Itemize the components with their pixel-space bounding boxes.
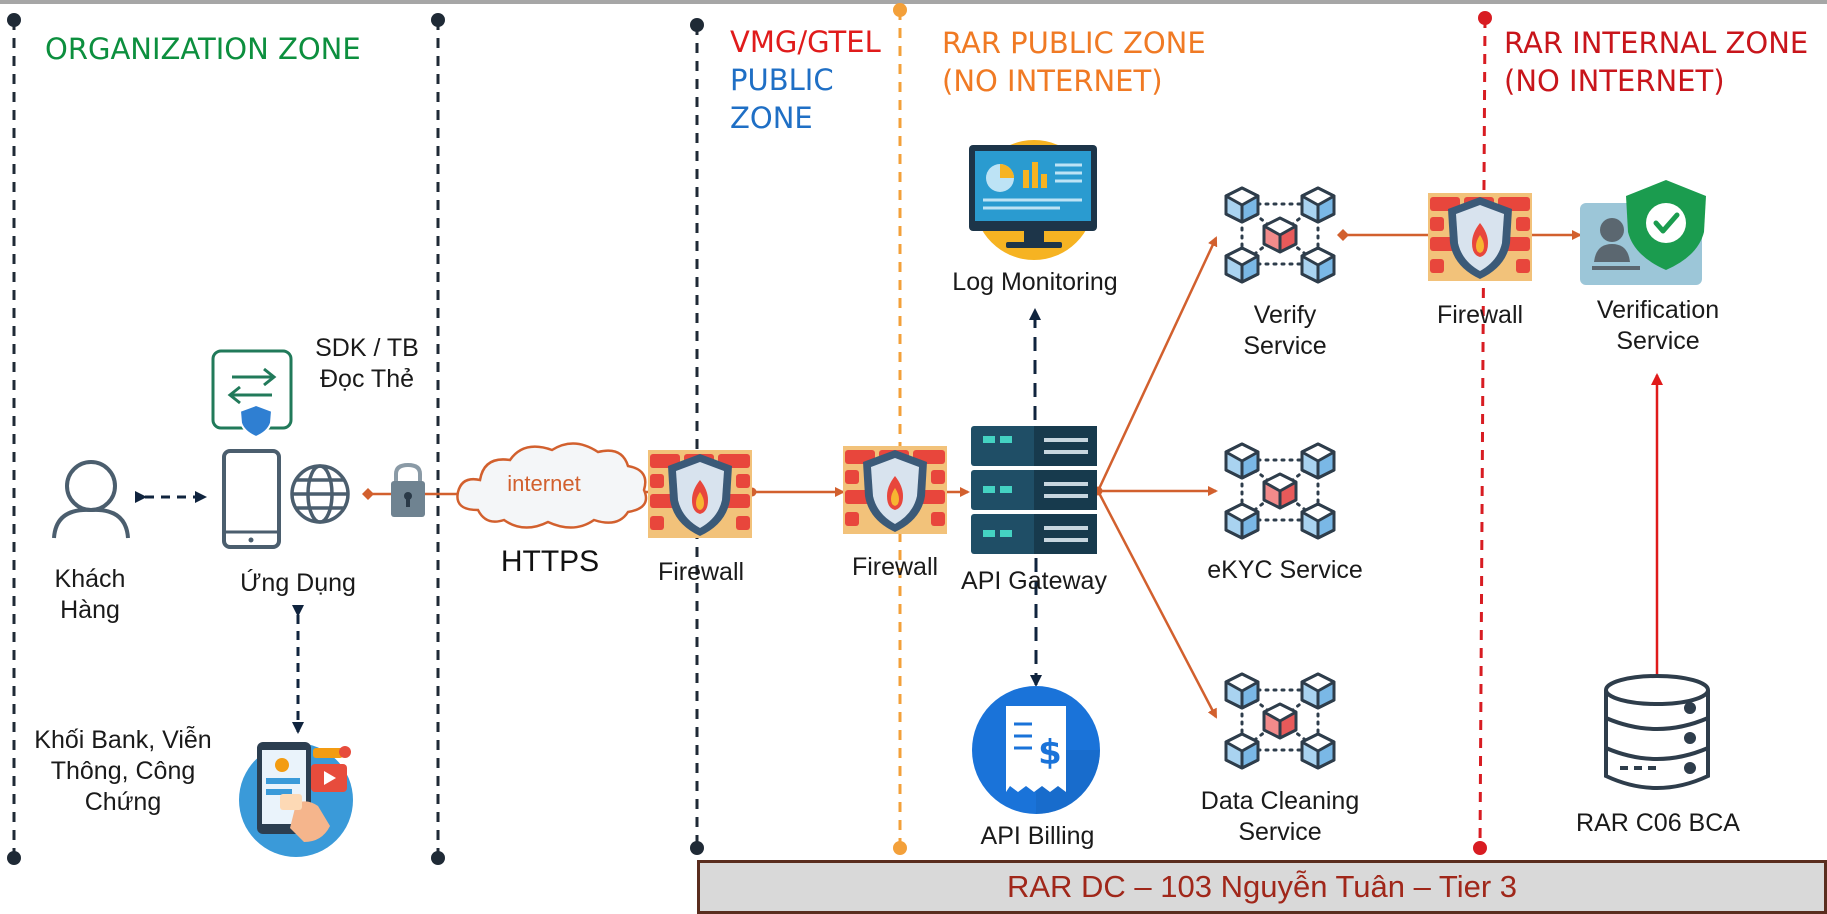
svg-text:$: $ bbox=[1038, 733, 1062, 773]
log-monitoring-label: Log Monitoring bbox=[952, 268, 1118, 296]
https-label: HTTPS bbox=[500, 545, 600, 578]
zone-label-rar-internal: RAR INTERNAL ZONE (NO INTERNET) bbox=[1504, 26, 1809, 98]
mobile-apps-icon bbox=[239, 742, 353, 857]
verification-badge-icon bbox=[1580, 180, 1706, 285]
smartphone-icon bbox=[222, 449, 281, 549]
zone-label-vmg-public: PUBLIC ZONE bbox=[730, 63, 834, 135]
zone-label-rar-public: RAR PUBLIC ZONE (NO INTERNET) bbox=[942, 26, 1206, 98]
firewall-2-label: Firewall bbox=[851, 553, 939, 581]
firewall-1-label: Firewall bbox=[657, 558, 745, 586]
api-gateway-label: API Gateway bbox=[961, 567, 1107, 595]
data-cleaning-label: Data Cleaning Service bbox=[1200, 787, 1360, 846]
lock-icon bbox=[391, 462, 425, 517]
top-border bbox=[0, 0, 1827, 4]
zone-divider-vmg bbox=[690, 18, 704, 855]
user-icon bbox=[52, 460, 130, 539]
verify-service-label: Verify Service bbox=[1243, 301, 1327, 360]
verification-service-label: Verification Service bbox=[1596, 296, 1720, 355]
zone-divider-org-right bbox=[431, 13, 445, 865]
monitor-dashboard-icon bbox=[969, 140, 1097, 260]
zone-label-vmg-title: VMG/GTEL bbox=[730, 25, 881, 59]
sdk-label: SDK / TB Đọc Thẻ bbox=[315, 334, 419, 393]
firewall-icon-3 bbox=[1428, 193, 1532, 281]
connector-gateway-verify bbox=[1093, 236, 1218, 496]
database-icon bbox=[1604, 674, 1710, 790]
card-reader-icon bbox=[211, 349, 293, 439]
server-rack-icon bbox=[971, 426, 1097, 554]
billing-receipt-icon: $ bbox=[972, 686, 1100, 814]
ekyc-service-label: eKYC Service bbox=[1207, 556, 1363, 584]
rar-c06-label: RAR C06 BCA bbox=[1576, 809, 1740, 837]
zone-label-organization: ORGANIZATION ZONE bbox=[45, 32, 361, 66]
verify-service-icon bbox=[1226, 188, 1334, 282]
zone-divider-org-left bbox=[7, 13, 21, 865]
firewall-icon-2 bbox=[843, 446, 947, 534]
zone-divider-rar-internal bbox=[1473, 11, 1492, 855]
datacenter-footer: RAR DC – 103 Nguyễn Tuân – Tier 3 bbox=[697, 860, 1827, 914]
data-cleaning-service-icon bbox=[1226, 674, 1334, 768]
api-billing-label: API Billing bbox=[980, 822, 1095, 850]
customer-label: Khách Hàng bbox=[54, 565, 126, 624]
org-units-label: Khối Bank, Viễn Thông, Công Chứng bbox=[34, 726, 212, 816]
connector-gateway-cleaning bbox=[1096, 490, 1218, 719]
cloud-icon bbox=[456, 442, 648, 529]
internet-label: internet bbox=[507, 471, 581, 496]
firewall-icon-1 bbox=[648, 450, 752, 538]
zone-divider-rar-public bbox=[893, 3, 907, 855]
globe-icon bbox=[290, 464, 350, 524]
ekyc-service-icon bbox=[1226, 444, 1334, 538]
firewall-3-label: Firewall bbox=[1436, 301, 1524, 329]
app-label: Ứng Dụng bbox=[240, 569, 356, 597]
